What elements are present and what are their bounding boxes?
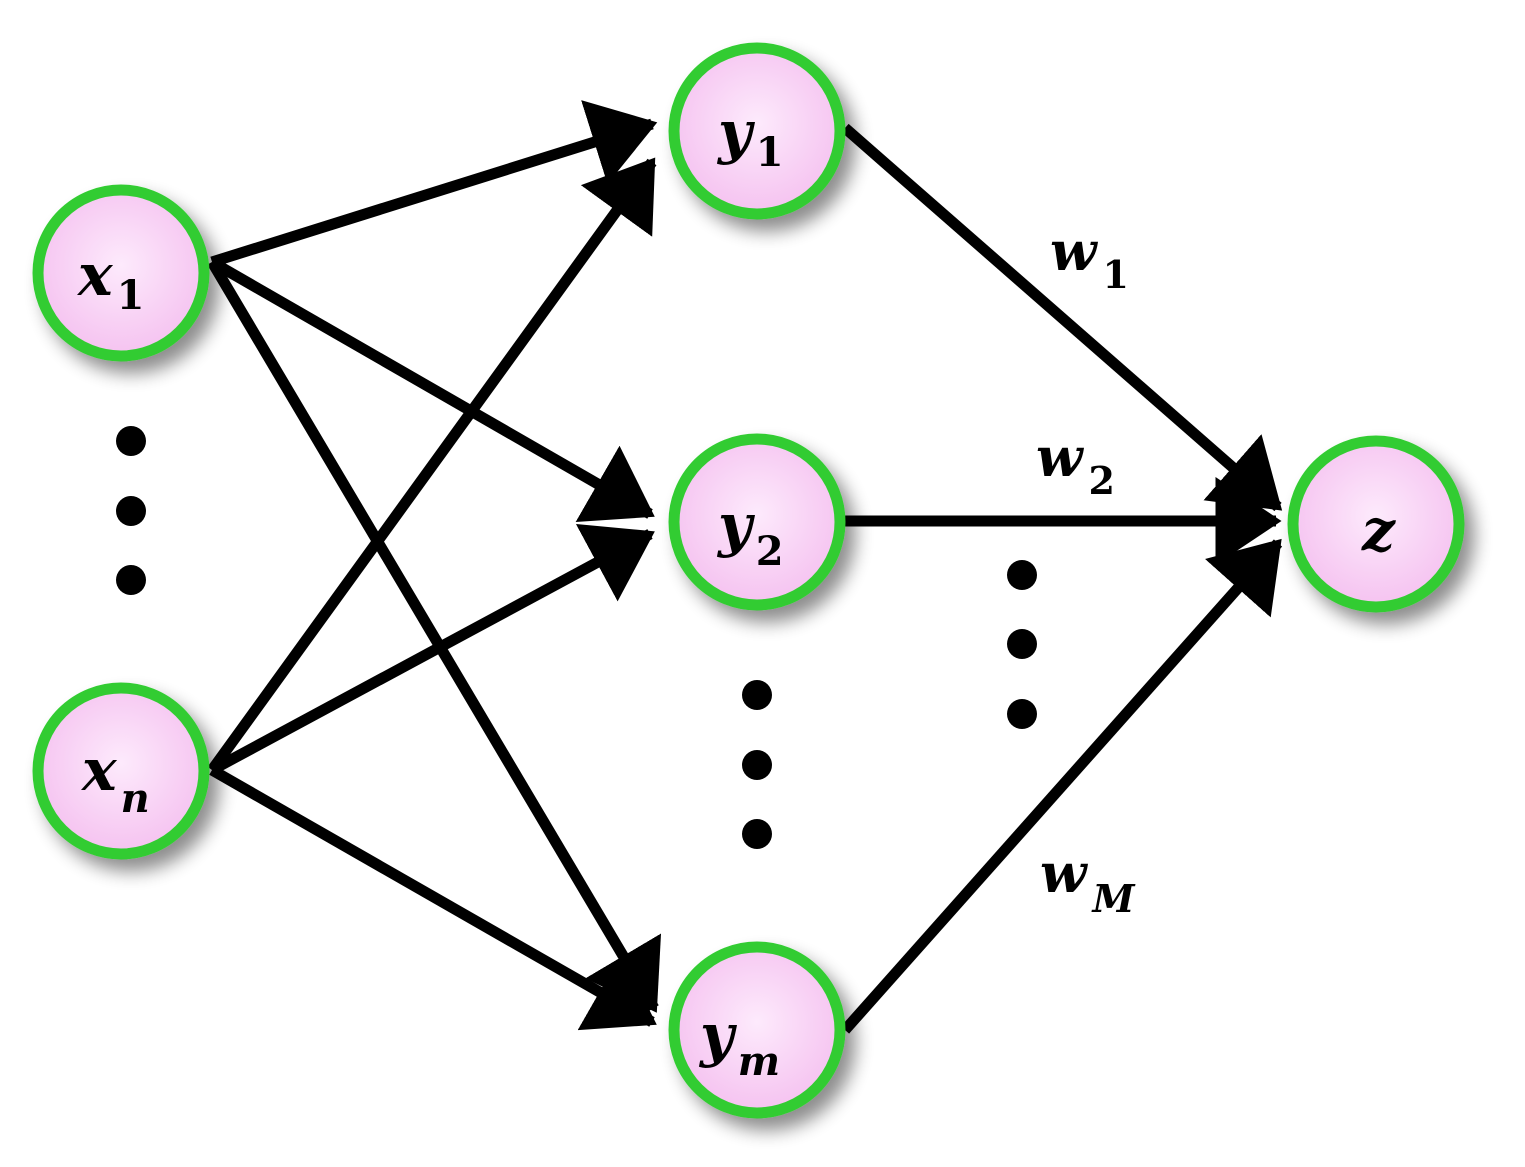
edge-ym-z [840,538,1283,1034]
weight-wM-base: w [1040,841,1089,905]
node-z [1287,435,1465,613]
node-xn [32,682,210,860]
node-ym [668,941,846,1119]
node-x1-sub: 1 [117,272,145,319]
edge-xn-y2 [209,523,655,775]
edge-x1-ym [207,259,662,1013]
edge-x1-y1 [210,100,658,268]
node-y1 [668,42,846,220]
node-y1-sub: 1 [756,129,784,176]
edge-y1-z [841,123,1283,512]
vertical-dots-icon [1007,560,1037,729]
node-y2 [668,433,846,611]
node-x1 [32,184,210,362]
edge-xn-ym [209,765,657,1031]
vertical-dots-icon [116,426,146,595]
weight-w2-base: w [1036,425,1085,489]
edge-x1-y2 [209,257,655,522]
weight-w1-sub: 1 [1103,252,1129,297]
node-ym-base: y [698,1001,738,1069]
node-ym-sub: m [738,1038,780,1085]
weight-w2-sub: 2 [1089,458,1115,503]
node-xn-base: x [80,736,118,804]
weight-wM-sub: M [1091,876,1136,921]
node-y2-base: y [716,491,756,559]
node-x1-base: x [76,241,114,309]
hidden-output-edges [840,123,1283,1034]
node-z-base: z [1361,496,1396,564]
vertical-dots-icon [742,680,772,849]
node-xn-sub: n [121,775,150,822]
node-y1-base: y [716,98,756,166]
node-z-label: z [1361,496,1396,564]
node-y2-sub: 2 [756,528,784,575]
weight-w1-base: w [1050,219,1099,283]
input-hidden-edges [207,100,662,1031]
edge-xn-y1 [207,157,657,774]
